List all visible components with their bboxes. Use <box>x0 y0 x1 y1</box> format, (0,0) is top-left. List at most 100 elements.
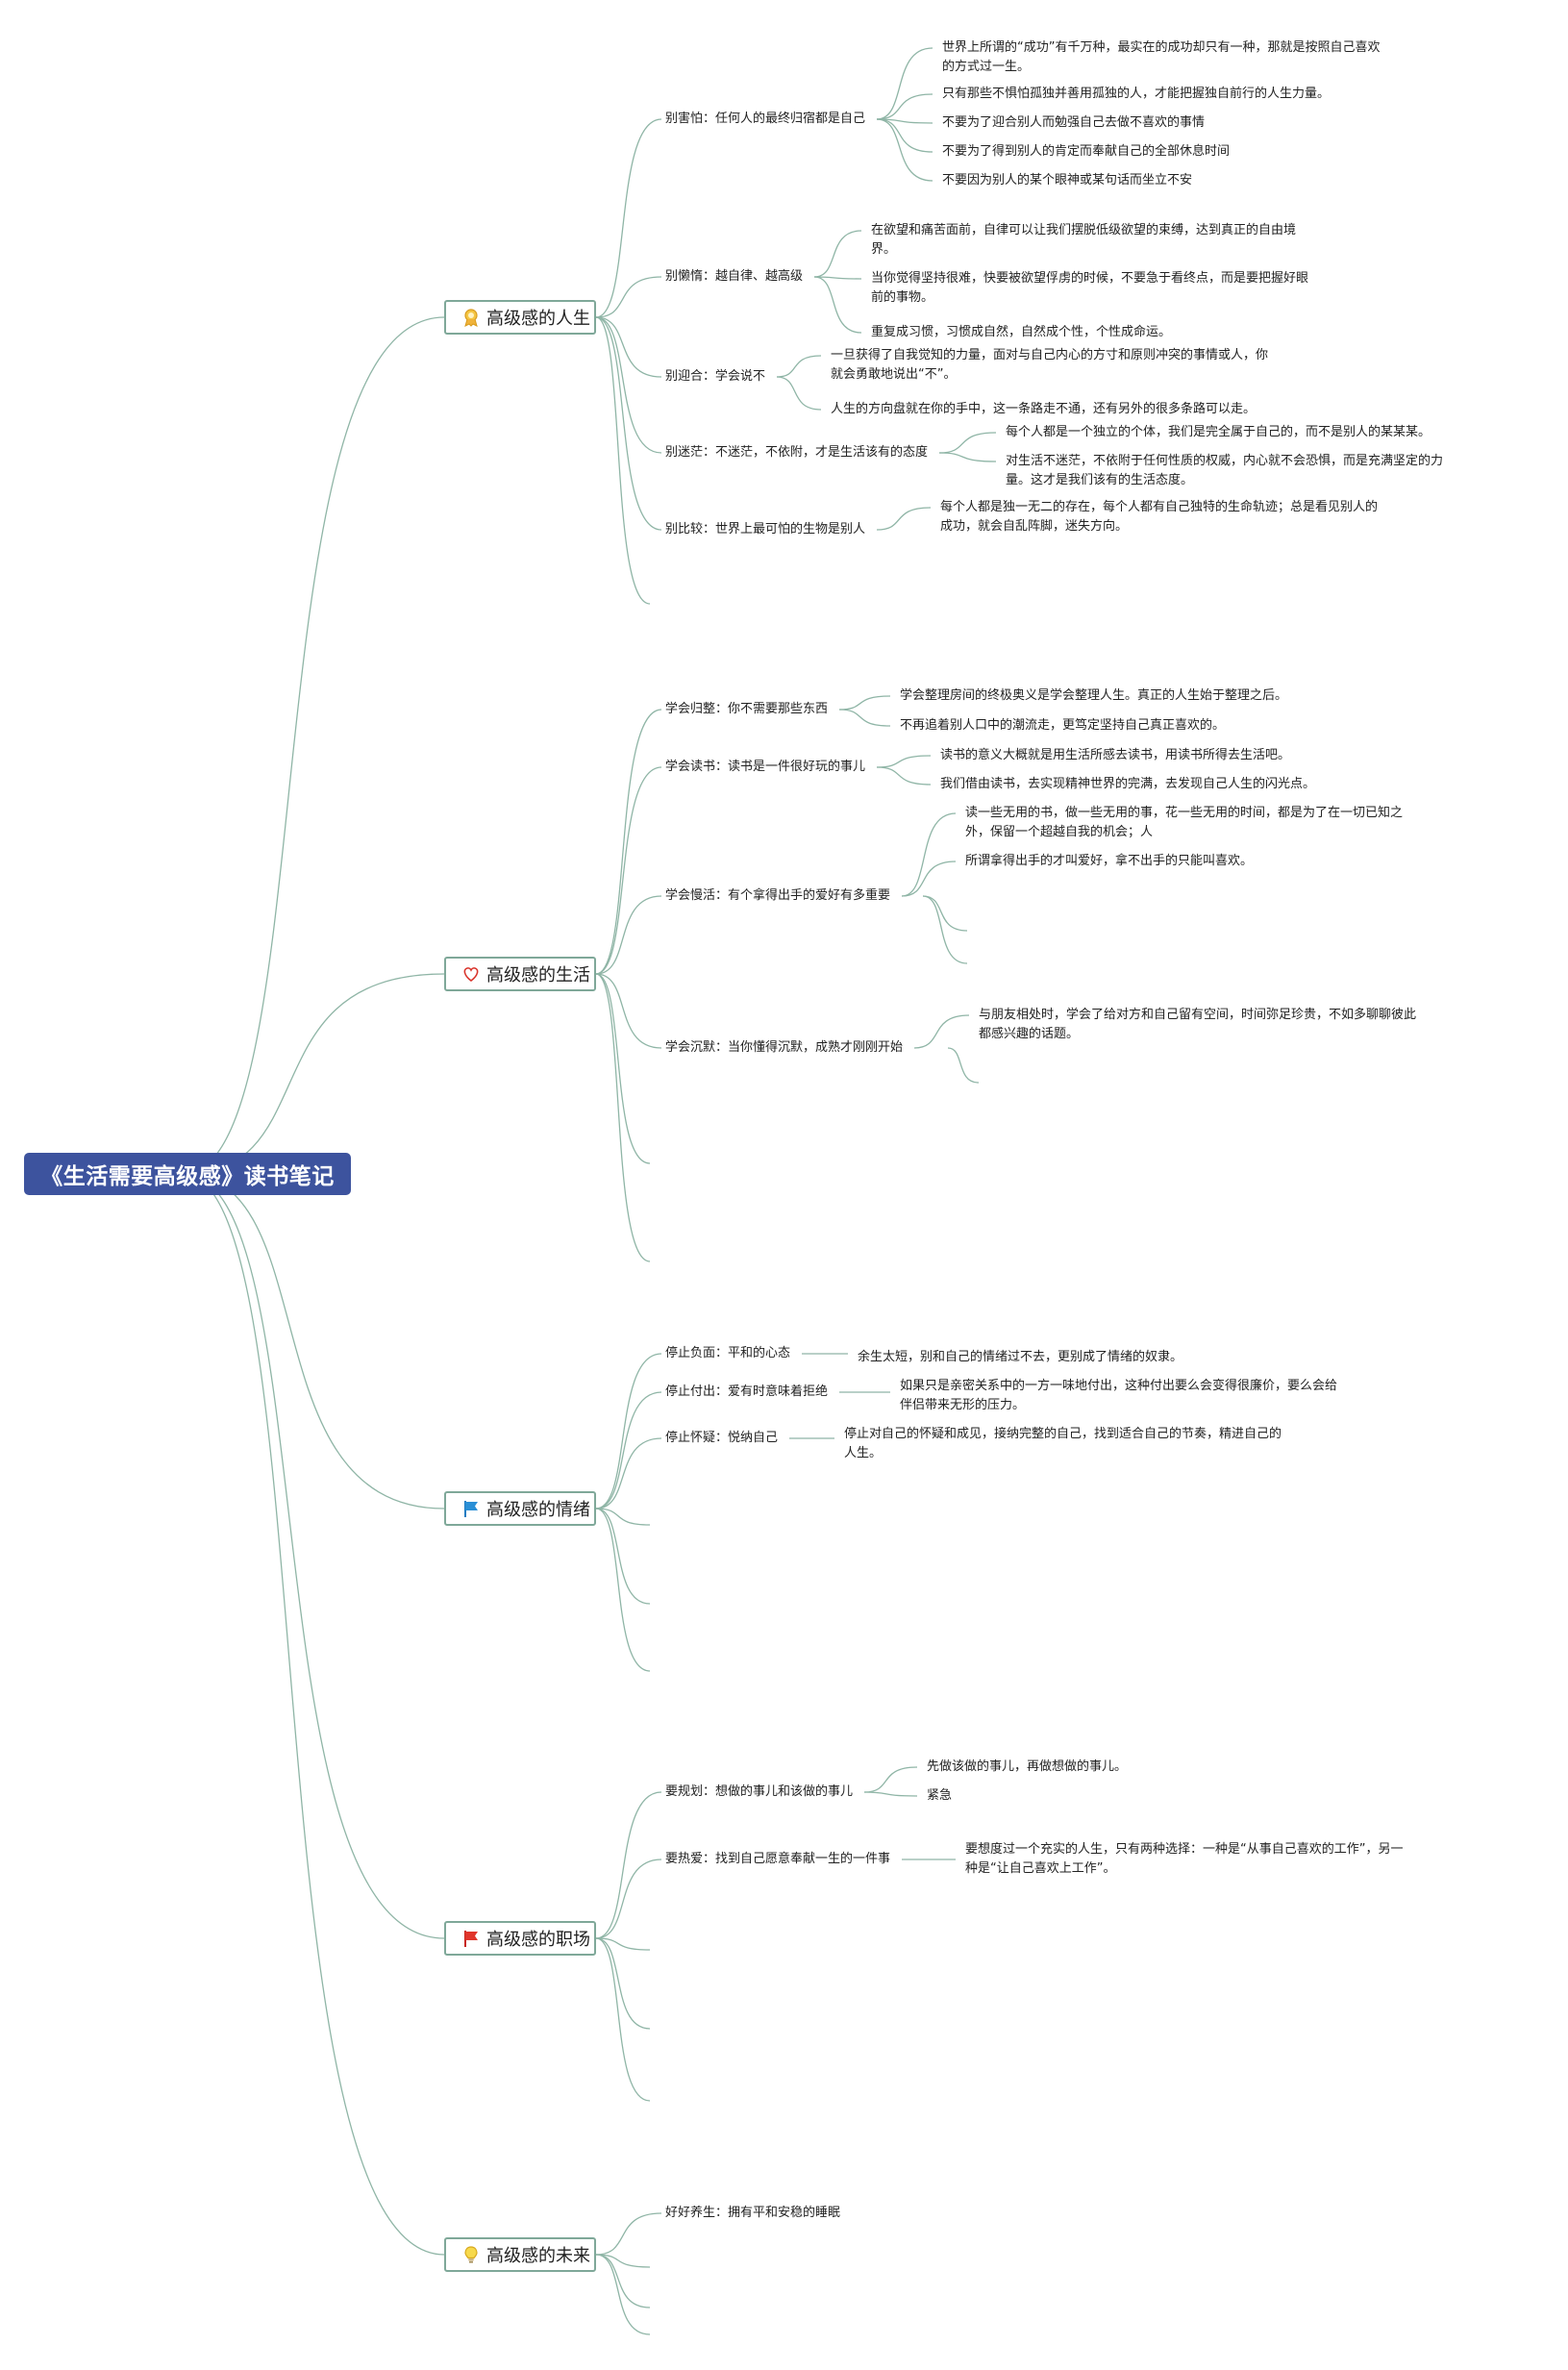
red-flag-icon <box>461 1929 481 1948</box>
subtopic[interactable]: 停止怀疑：悦纳自己 <box>665 1431 779 1445</box>
note[interactable]: 人生的方向盘就在你的手中，这一条路走不通，还有另外的很多条路可以走。 <box>831 400 1256 419</box>
note-line: 每个人都是独一无二的存在，每个人都有自己独特的生命轨迹；总是看见别人的 <box>940 500 1379 514</box>
empty-branch-stub <box>595 1937 651 1951</box>
note-line: 就会勇敢地说出“不”。 <box>831 367 957 382</box>
note[interactable]: 所谓拿得出手的才叫爱好，拿不出手的只能叫喜欢。 <box>965 852 1253 871</box>
branch-label: 高级感的职场 <box>486 1930 590 1950</box>
branch-topic-5[interactable]: 高级感的未来 <box>444 2237 596 2272</box>
note[interactable]: 读一些无用的书，做一些无用的事，花一些无用的时间，都是为了在一切已知之外，保留一… <box>965 804 1403 842</box>
empty-branch-stub <box>595 1937 651 2102</box>
note[interactable]: 读书的意义大概就是用生活所感去读书，用读书所得去生活吧。 <box>940 746 1290 765</box>
empty-branch-stub <box>595 1508 651 1605</box>
note-line: 一旦获得了自我觉知的力量，面对与自己内心的方寸和原则冲突的事情或人，你 <box>831 348 1269 362</box>
topic-to-note-link <box>876 47 933 120</box>
branch-label: 高级感的未来 <box>486 2246 590 2266</box>
topic-to-note-link <box>839 695 891 711</box>
note[interactable]: 每个人都是独一无二的存在，每个人都有自己独特的生命轨迹；总是看见别人的成功，就会… <box>940 498 1378 536</box>
note[interactable]: 对生活不迷茫，不依附于任何性质的权威，内心就不会恐惧，而是充满坚定的力量。这才是… <box>1006 452 1443 490</box>
note[interactable]: 停止对自己的怀疑和成见，接纳完整的自己，找到适合自己的节奏，精进自己的人生。 <box>844 1425 1282 1463</box>
note[interactable]: 要想度过一个充实的人生，只有两种选择：一种是“从事自己喜欢的工作”，另一种是“让… <box>965 1840 1403 1879</box>
empty-note-stub <box>922 895 968 964</box>
note-line: 世界上所谓的“成功”有千万种，最实在的成功却只有一种，那就是按照自己喜欢 <box>942 40 1381 55</box>
branch-to-topic-link <box>595 766 662 975</box>
topic-to-note-link <box>864 1766 918 1793</box>
subtopic[interactable]: 学会慢活：有个拿得出手的爱好有多重要 <box>665 888 891 903</box>
subtopic[interactable]: 别迎合：学会说不 <box>665 369 766 384</box>
empty-branch-stub <box>595 2254 651 2268</box>
subtopic[interactable]: 好好养生：拥有平和安稳的睡眠 <box>665 2206 841 2220</box>
branch-topic-4[interactable]: 高级感的职场 <box>444 1921 596 1956</box>
empty-note-stub <box>947 1047 980 1084</box>
blue-flag-icon <box>461 1499 481 1518</box>
note[interactable]: 不要因为别人的某个眼神或某句话而坐立不安 <box>942 171 1192 190</box>
root-to-branch-link <box>182 1173 445 1939</box>
topic-to-note-link <box>813 230 862 278</box>
topic-to-note-link <box>877 766 932 786</box>
topic-to-note-link <box>813 276 862 334</box>
note[interactable]: 不要为了迎合别人而勉强自己去做不喜欢的事情 <box>942 113 1205 133</box>
subtopic[interactable]: 学会归整：你不需要那些东西 <box>665 702 829 716</box>
root-topic[interactable]: 《生活需要高级感》读书笔记 <box>24 1153 351 1195</box>
award-medal-icon <box>461 308 481 327</box>
note-line: 如果只是亲密关系中的一方一味地付出，这种付出要么会变得很廉价，要么会给 <box>900 1379 1338 1393</box>
topic-to-note-link <box>914 1014 970 1049</box>
subtopic[interactable]: 要规划：想做的事儿和该做的事儿 <box>665 1784 854 1799</box>
note-line: 先做该做的事儿，再做想做的事儿。 <box>927 1759 1128 1774</box>
note[interactable]: 不要为了得到别人的肯定而奉献自己的全部休息时间 <box>942 142 1230 162</box>
note-line: 伴侣带来无形的压力。 <box>900 1398 1026 1412</box>
branch-to-topic-link <box>595 1353 662 1509</box>
branch-to-topic-link <box>595 2212 662 2256</box>
note-line: 的方式过一生。 <box>942 60 1031 74</box>
note[interactable]: 余生太短，别和自己的情绪过不去，更别成了情绪的奴隶。 <box>858 1348 1182 1367</box>
branch-to-topic-link <box>595 316 662 531</box>
topic-to-note-link <box>902 861 957 897</box>
note-line: 都感兴趣的话题。 <box>979 1027 1080 1041</box>
note-line: 每个人都是一个独立的个体，我们是完全属于自己的，而不是别人的某某某。 <box>1006 425 1431 439</box>
branch-topic-1[interactable]: 高级感的人生 <box>444 300 596 335</box>
note-line: 在欲望和痛苦面前，自律可以让我们摆脱低级欲望的束缚，达到真正的自由境 <box>871 223 1297 237</box>
subtopic[interactable]: 要热爱：找到自己愿意奉献一生的一件事 <box>665 1852 891 1866</box>
branch-to-topic-link <box>595 1437 662 1509</box>
note[interactable]: 一旦获得了自我觉知的力量，面对与自己内心的方寸和原则冲突的事情或人，你就会勇敢地… <box>831 346 1268 385</box>
subtopic[interactable]: 别比较：世界上最可怕的生物是别人 <box>665 522 866 536</box>
note[interactable]: 紧急 <box>927 1786 952 1806</box>
subtopic[interactable]: 别迷茫：不迷茫，不依附，才是生活该有的态度 <box>665 445 929 460</box>
note[interactable]: 先做该做的事儿，再做想做的事儿。 <box>927 1758 1127 1777</box>
note[interactable]: 我们借由读书，去实现精神世界的完满，去发现自己人生的闪光点。 <box>940 775 1315 794</box>
subtopic[interactable]: 别害怕：任何人的最终归宿都是自己 <box>665 112 866 126</box>
note[interactable]: 每个人都是一个独立的个体，我们是完全属于自己的，而不是别人的某某某。 <box>1006 423 1431 442</box>
branch-to-topic-link <box>595 118 662 318</box>
note[interactable]: 与朋友相处时，学会了给对方和自己留有空间，时间弥足珍贵，不如多聊聊彼此都感兴趣的… <box>979 1006 1416 1044</box>
branch-topic-2[interactable]: 高级感的生活 <box>444 957 596 991</box>
note-line: 人生的方向盘就在你的手中，这一条路走不通，还有另外的很多条路可以走。 <box>831 402 1257 416</box>
note[interactable]: 世界上所谓的“成功”有千万种，最实在的成功却只有一种，那就是按照自己喜欢的方式过… <box>942 38 1380 77</box>
subtopic[interactable]: 学会沉默：当你懂得沉默，成熟才刚刚开始 <box>665 1040 904 1055</box>
subtopic[interactable]: 停止付出：爱有时意味着拒绝 <box>665 1385 829 1399</box>
branch-to-topic-link <box>595 1859 662 1939</box>
note[interactable]: 在欲望和痛苦面前，自律可以让我们摆脱低级欲望的束缚，达到真正的自由境界。 <box>871 221 1296 260</box>
note[interactable]: 当你觉得坚持很难，快要被欲望俘虏的时候，不要急于看终点，而是要把握好眼前的事物。 <box>871 269 1308 308</box>
note-line: 不要为了迎合别人而勉强自己去做不喜欢的事情 <box>942 115 1206 130</box>
branch-label: 高级感的生活 <box>486 965 590 985</box>
subtopic[interactable]: 学会读书：读书是一件很好玩的事儿 <box>665 760 866 774</box>
branch-topic-3[interactable]: 高级感的情绪 <box>444 1491 596 1526</box>
note-line: 不要因为别人的某个眼神或某句话而坐立不安 <box>942 173 1193 187</box>
note[interactable]: 如果只是亲密关系中的一方一味地付出，这种付出要么会变得很廉价，要么会给伴侣带来无… <box>900 1377 1337 1415</box>
note[interactable]: 不再追着别人口中的潮流走，更笃定坚持自己真正喜欢的。 <box>900 716 1225 736</box>
empty-branch-stub <box>595 2254 651 2335</box>
note-line: 只有那些不惧怕孤独并善用孤独的人，才能把握独自前行的人生力量。 <box>942 87 1331 101</box>
note-line: 前的事物。 <box>871 290 934 305</box>
empty-note-stub <box>922 895 968 932</box>
subtopic[interactable]: 停止负面：平和的心态 <box>665 1346 791 1360</box>
note[interactable]: 重复成习惯，习惯成自然，自然成个性，个性成命运。 <box>871 323 1171 342</box>
topic-to-note-link <box>939 452 997 462</box>
topic-to-note-link <box>901 812 957 897</box>
subtopic[interactable]: 别懒惰：越自律、越高级 <box>665 269 804 284</box>
note[interactable]: 学会整理房间的终极奥义是学会整理人生。真正的人生始于整理之后。 <box>900 686 1287 706</box>
note-line: 不再追着别人口中的潮流走，更笃定坚持自己真正喜欢的。 <box>900 718 1226 733</box>
note-line: 成功，就会自乱阵脚，迷失方向。 <box>940 519 1129 534</box>
topic-to-note-link <box>876 118 933 182</box>
note-line: 重复成习惯，习惯成自然，自然成个性，个性成命运。 <box>871 325 1172 339</box>
note[interactable]: 只有那些不惧怕孤独并善用孤独的人，才能把握独自前行的人生力量。 <box>942 85 1330 104</box>
